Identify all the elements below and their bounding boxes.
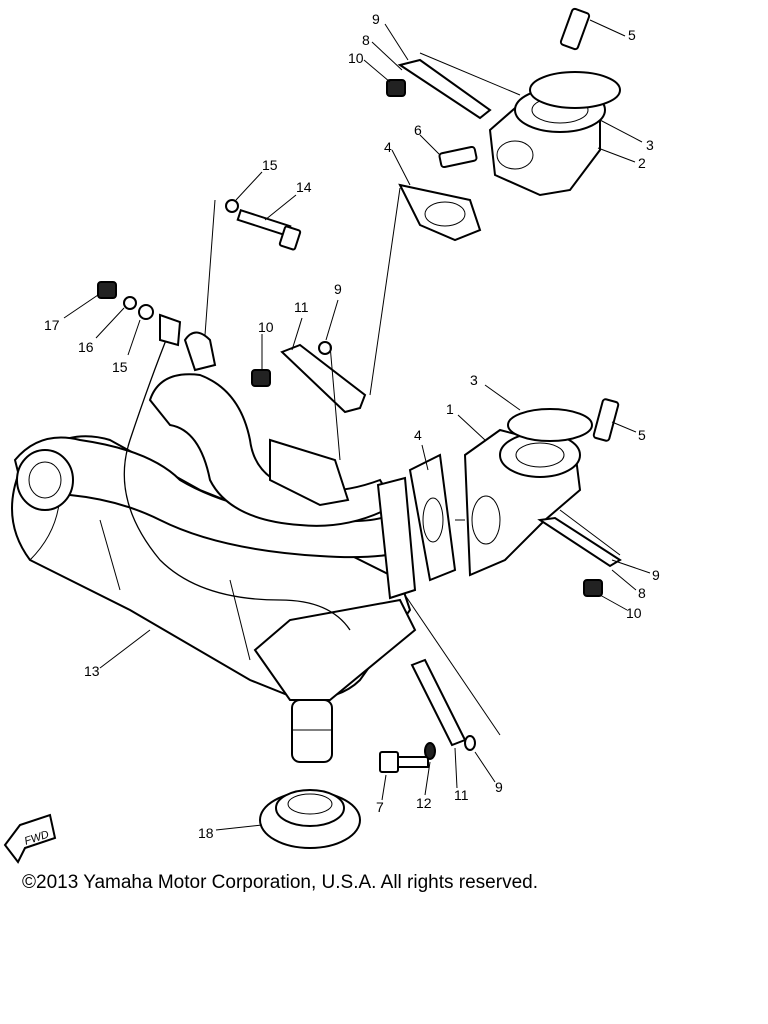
callout-1: 1: [446, 401, 454, 417]
callout-10-mid: 10: [258, 319, 274, 335]
callout-17: 17: [44, 317, 60, 333]
callout-5-upper: 5: [628, 27, 636, 43]
pipe-flange-lower: [376, 476, 417, 600]
callout-16: 16: [78, 339, 94, 355]
callout-15-lower: 15: [112, 359, 128, 375]
bracket-part-11-lower: [410, 658, 467, 747]
callout-9-right: 9: [652, 567, 660, 583]
fwd-arrow: FWD: [3, 813, 57, 864]
gasket-part-3-upper: [529, 71, 621, 109]
callout-3-lower: 3: [470, 372, 478, 388]
washer-part-9-mid: [318, 341, 332, 355]
callout-13: 13: [84, 663, 100, 679]
callout-numbers: 1 2 3 3 4 4 5 5 6 7 8 8 9 9 9 9 10 10 10…: [44, 11, 660, 841]
bolt-part-14: [236, 208, 302, 251]
callout-12: 12: [416, 795, 432, 811]
callout-10-upper: 10: [348, 50, 364, 66]
gasket-part-4-upper: [398, 183, 482, 242]
callout-9-mid: 9: [334, 281, 342, 297]
callout-11-lower: 11: [454, 787, 469, 803]
guide-lines: [204, 52, 621, 736]
callout-15-upper: 15: [262, 157, 278, 173]
joint-part-1: [463, 428, 582, 577]
mount-tab-right: [269, 438, 350, 507]
nut-part-10-upper: [386, 79, 406, 97]
callout-14: 14: [296, 179, 312, 195]
leader-lines: [63, 19, 651, 831]
callout-6: 6: [414, 122, 422, 138]
bolt-part-7: [379, 751, 429, 773]
exhaust-parts-diagram: FWD: [3, 7, 660, 864]
callout-10-lower: 10: [626, 605, 642, 621]
gasket-part-4-lower: [408, 453, 457, 582]
callout-8-lower: 8: [638, 585, 646, 601]
grommet-part-18: [259, 789, 361, 849]
stud-part-5-lower: [592, 398, 620, 442]
callout-11-upper: 11: [294, 299, 309, 315]
callout-9-lower: 9: [495, 779, 503, 795]
washer-part-9-lower: [464, 735, 476, 751]
gasket-part-3-lower: [507, 408, 593, 442]
washer-part-15-upper: [225, 199, 239, 213]
callout-3-upper: 3: [646, 137, 654, 153]
callout-9-upper: 9: [372, 11, 380, 27]
washer-part-15-lower: [138, 304, 154, 320]
nut-part-17: [97, 281, 117, 299]
callout-5-lower: 5: [638, 427, 646, 443]
plate-part-8-lower: [537, 516, 622, 568]
mount-tab: [183, 331, 217, 372]
nut-part-10-mid: [251, 369, 271, 387]
copyright-notice: ©2013 Yamaha Motor Corporation, U.S.A. A…: [22, 872, 538, 893]
washer-part-16: [123, 296, 137, 310]
strap-tab: [159, 313, 182, 347]
plate-part-8-upper: [397, 58, 492, 120]
callout-7: 7: [376, 799, 384, 815]
callout-8-upper: 8: [362, 32, 370, 48]
callout-18: 18: [198, 825, 214, 841]
callout-4-lower: 4: [414, 427, 422, 443]
bracket-part-11-upper: [280, 343, 367, 414]
stud-part-6: [438, 145, 478, 169]
stud-part-5-upper: [559, 7, 591, 51]
strap: [123, 329, 351, 631]
washer-part-12: [424, 742, 436, 760]
nut-part-10-lower: [583, 579, 603, 597]
callout-2: 2: [638, 155, 646, 171]
callout-4-upper: 4: [384, 139, 392, 155]
